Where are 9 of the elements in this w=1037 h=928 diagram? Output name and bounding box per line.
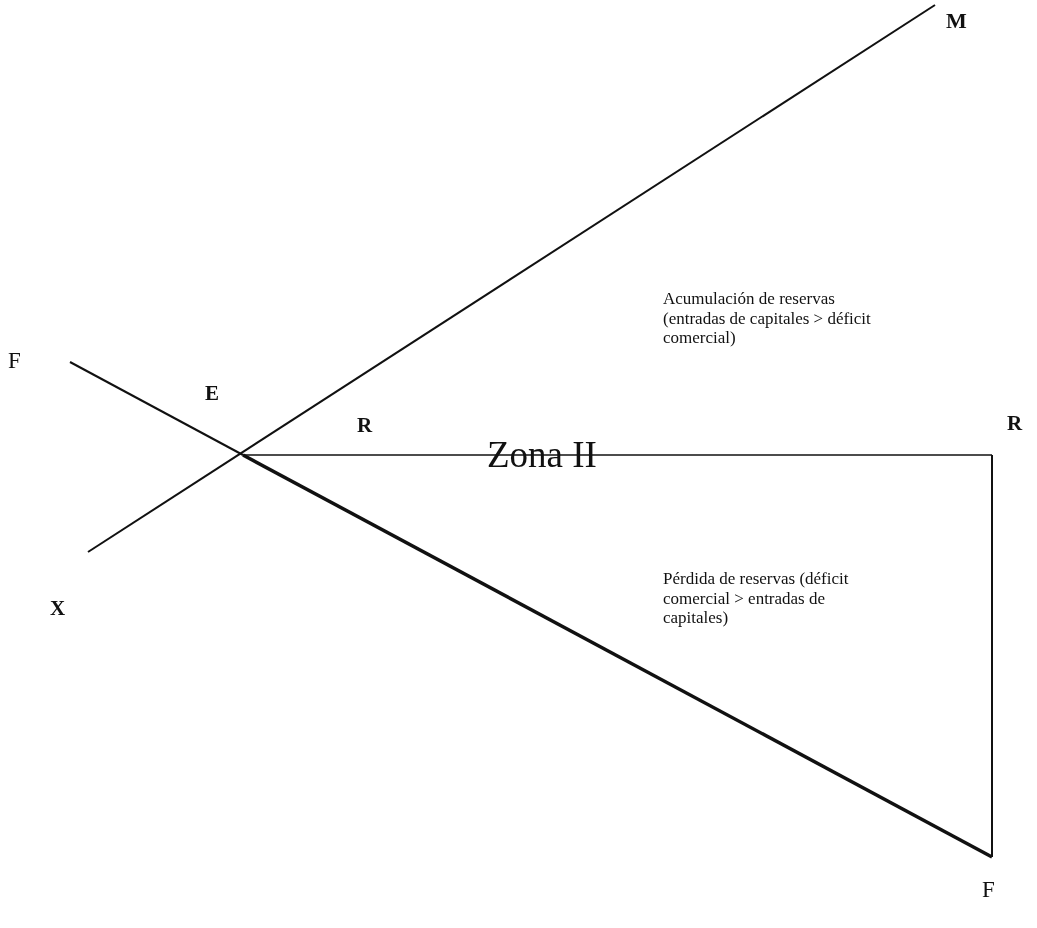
curve-label: X xyxy=(50,596,66,621)
point-label: E xyxy=(205,381,219,406)
zone-note: Acumulación de reservas (entradas de capitales > déficit comercial) xyxy=(663,289,872,348)
curve-label: R xyxy=(357,413,373,438)
curve-label: R xyxy=(1007,411,1023,436)
zone-note: Pérdida de reservas (déficit comercial > entradas de capitales) xyxy=(663,569,850,628)
curve-label: F xyxy=(982,877,995,904)
curve-label: F xyxy=(8,348,21,375)
curve-label: M xyxy=(946,8,967,34)
